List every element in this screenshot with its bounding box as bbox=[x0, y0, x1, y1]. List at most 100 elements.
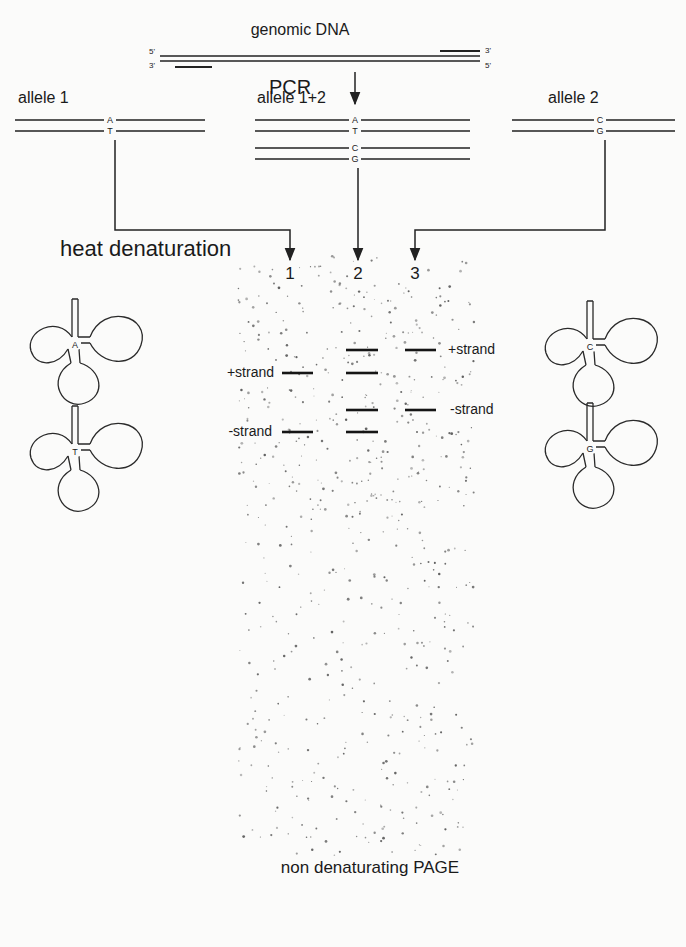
gel-speck bbox=[397, 529, 398, 530]
gel-speck bbox=[283, 320, 285, 322]
caption-label: non denaturating PAGE bbox=[281, 859, 459, 878]
gel-speck bbox=[255, 486, 257, 488]
gel-speck bbox=[421, 642, 423, 644]
gel-speck bbox=[299, 267, 300, 268]
gel-speck bbox=[257, 320, 260, 323]
gel-speck bbox=[422, 459, 425, 462]
gel-speck bbox=[370, 259, 372, 261]
gel-speck bbox=[434, 779, 435, 780]
gel-speck bbox=[396, 421, 398, 423]
gel-speck bbox=[441, 436, 444, 439]
gel-speck bbox=[391, 599, 392, 600]
gel-speck bbox=[282, 418, 284, 420]
gel-speck bbox=[318, 266, 320, 268]
gel-speck bbox=[394, 772, 397, 775]
gel-speck bbox=[301, 285, 303, 287]
gel-speck bbox=[360, 597, 363, 600]
gel-speck bbox=[442, 814, 443, 815]
gel-speck bbox=[254, 710, 256, 712]
gel-speck bbox=[365, 799, 366, 800]
gel-speck bbox=[269, 483, 270, 484]
gel-speck bbox=[335, 572, 336, 573]
gel-speck bbox=[405, 287, 406, 288]
gel-speck bbox=[458, 822, 460, 824]
gel-speck bbox=[469, 303, 471, 305]
gel-speck bbox=[403, 817, 405, 819]
gel-speck bbox=[310, 498, 312, 500]
gel-speck bbox=[444, 621, 446, 623]
gel-speck bbox=[469, 373, 471, 375]
gel-speck bbox=[387, 451, 389, 453]
gel-speck bbox=[347, 361, 349, 363]
gel-speck bbox=[276, 807, 278, 809]
gel-speck bbox=[253, 265, 255, 267]
gel-speck bbox=[354, 294, 355, 295]
base-letter: G bbox=[350, 155, 359, 164]
gel-speck bbox=[470, 371, 472, 373]
gel-speck bbox=[289, 486, 291, 488]
gel-speck bbox=[239, 333, 240, 334]
gel-speck bbox=[340, 658, 342, 660]
gel-speck bbox=[362, 712, 363, 713]
gel-speck bbox=[240, 389, 243, 392]
gel-speck bbox=[386, 333, 387, 334]
gel-speck bbox=[314, 266, 316, 268]
gel-speck bbox=[299, 464, 301, 466]
gel-speck bbox=[428, 429, 430, 431]
gel-speck bbox=[295, 396, 297, 398]
end-label: 5' bbox=[149, 48, 155, 57]
gel-speck bbox=[317, 723, 319, 725]
gel-speck bbox=[381, 457, 382, 458]
gel-speck bbox=[296, 440, 298, 442]
gel-speck bbox=[394, 307, 397, 310]
gel-speck bbox=[317, 480, 318, 481]
gel-speck bbox=[371, 603, 373, 605]
gel-speck bbox=[383, 826, 385, 828]
gel-speck bbox=[472, 586, 475, 589]
gel-speck bbox=[381, 467, 383, 469]
base-letter: T bbox=[351, 127, 359, 136]
gel-speck bbox=[267, 348, 269, 350]
strand-conformation bbox=[30, 406, 142, 511]
gel-speck bbox=[380, 494, 382, 496]
gel-speck bbox=[322, 487, 325, 490]
gel-speck bbox=[318, 604, 319, 605]
gel-speck bbox=[265, 524, 266, 525]
gel-speck bbox=[416, 642, 419, 645]
gel-speck bbox=[374, 285, 376, 287]
gel-speck bbox=[306, 836, 308, 838]
gel-speck bbox=[470, 738, 472, 740]
gel-speck bbox=[325, 840, 328, 843]
gel-speck bbox=[350, 322, 351, 323]
gel-speck bbox=[278, 703, 279, 704]
gel-speck bbox=[438, 342, 441, 345]
gel-speck bbox=[359, 679, 361, 681]
gel-speck bbox=[365, 837, 367, 839]
gel-speck bbox=[351, 363, 354, 366]
gel-speck bbox=[391, 851, 393, 853]
gel-speck bbox=[335, 471, 338, 474]
gel-speck bbox=[285, 354, 288, 357]
gel-speck bbox=[274, 668, 276, 670]
gel-speck bbox=[363, 308, 365, 310]
gel-speck bbox=[356, 439, 358, 441]
gel-speck bbox=[462, 456, 465, 459]
gel-speck bbox=[426, 480, 428, 482]
gel-speck bbox=[332, 419, 334, 421]
gel-speck bbox=[380, 607, 382, 609]
gel-speck bbox=[353, 261, 354, 262]
gel-speck bbox=[416, 664, 418, 666]
gel-speck bbox=[383, 576, 385, 578]
gel-speck bbox=[459, 848, 462, 851]
gel-speck bbox=[370, 494, 373, 497]
gel-speck bbox=[279, 586, 281, 588]
gel-speck bbox=[323, 717, 325, 719]
gel-speck bbox=[287, 748, 289, 750]
gel-speck bbox=[268, 719, 270, 721]
gel-speck bbox=[238, 446, 240, 448]
gel-speck bbox=[298, 437, 300, 439]
gel-speck bbox=[344, 568, 345, 569]
gel-speck bbox=[339, 851, 341, 853]
gel-speck bbox=[468, 302, 469, 303]
